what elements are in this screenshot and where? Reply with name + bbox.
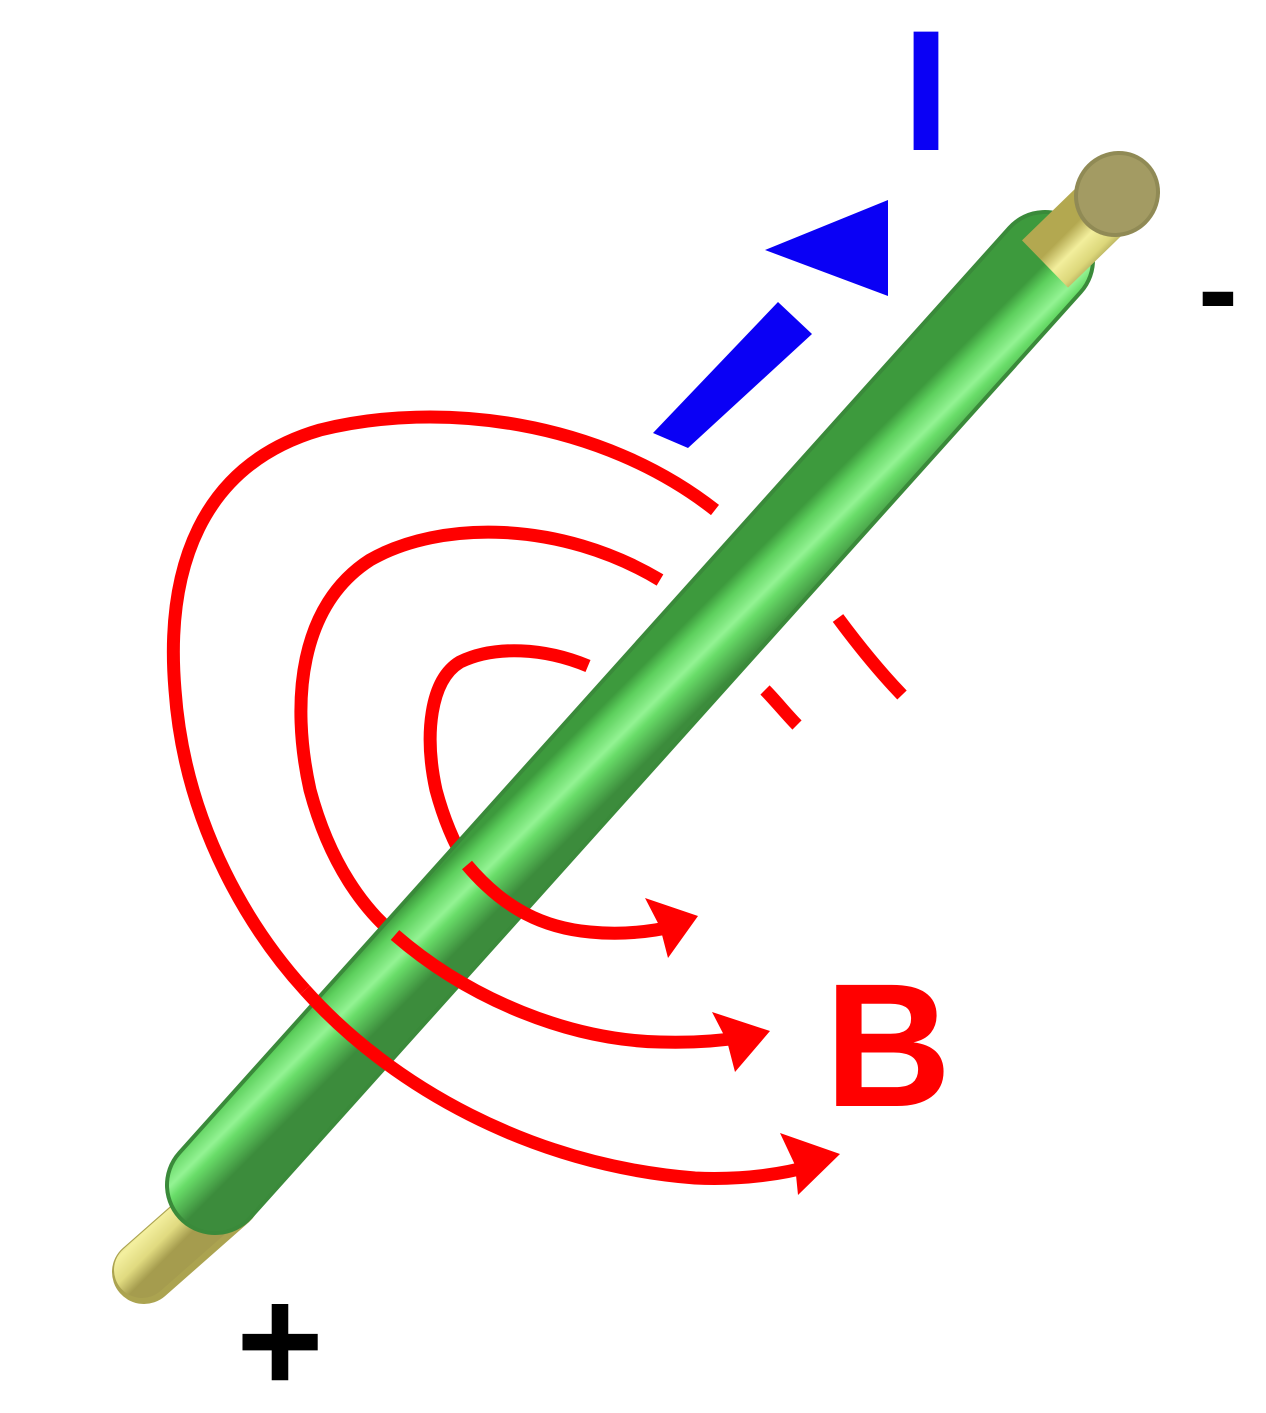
field-line-middle-tail [760, 685, 802, 730]
field-line-outer-front [300, 985, 817, 1185]
current-label: I [902, 0, 950, 187]
negative-terminal-label: - [1198, 222, 1238, 356]
field-line-outer-back [166, 410, 720, 995]
field-line-inner-back [423, 644, 591, 869]
current-arrow [653, 200, 888, 448]
field-label: B [824, 948, 951, 1144]
field-lines-back [166, 410, 720, 995]
field-line-middle-back [294, 525, 664, 940]
field-line-middle-front [390, 930, 747, 1049]
field-line-inner-front [462, 860, 678, 940]
wire-conductor-upper-end [1022, 150, 1161, 288]
field-arrowheads [645, 898, 840, 1195]
field-lines-front [300, 614, 907, 1185]
field-line-outer-tail [832, 614, 907, 700]
field-arrowhead-middle [712, 1012, 770, 1072]
positive-terminal-label: + [236, 1256, 324, 1413]
field-arrowhead-outer [780, 1133, 840, 1195]
field-arrowhead-inner [645, 898, 698, 958]
